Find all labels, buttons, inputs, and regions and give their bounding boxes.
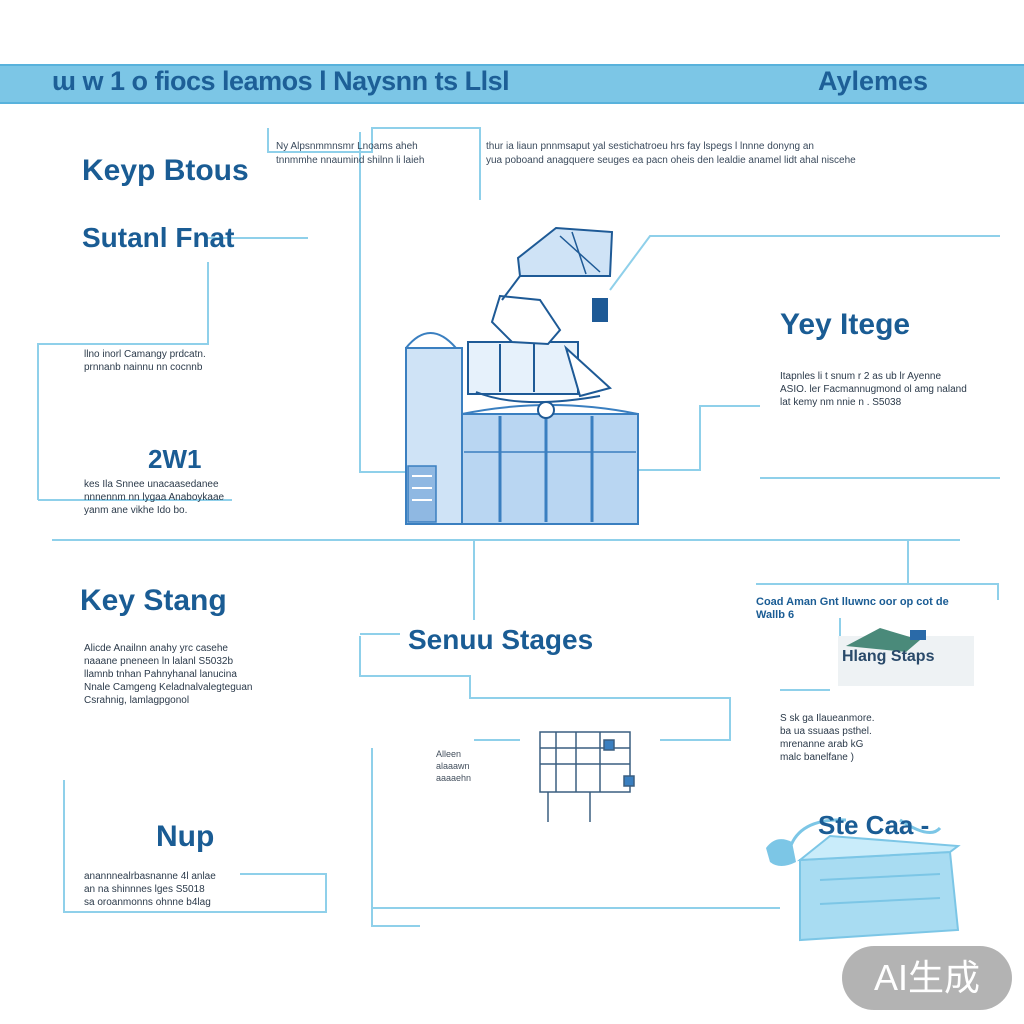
top-left-line: tnnmmhe nnaumind shilnn li laieh <box>276 155 425 166</box>
top-left-line: Ny Alpsnmmnsmr Lnoams aheh <box>276 141 418 152</box>
text-line: S sk ga Ilaueanmore. <box>780 713 875 724</box>
header-banner <box>0 64 1024 104</box>
page-title: ɯ w 1 o fiocs leamos l Naysnn ts Llsl <box>52 66 510 96</box>
heading-ste-caa: Ste Caa - <box>818 810 930 840</box>
text-line: ASIO. ler Facmannugmond ol amg naland <box>780 384 967 395</box>
text-line: kes Ila Snnee unacaasedanee <box>84 479 219 490</box>
heading-yey-itege: Yey Itege <box>780 308 911 341</box>
text-line: Alicde Anailnn anahy yrc casehe <box>84 643 228 654</box>
text-line: an na shinnnes lges S5018 <box>84 884 205 895</box>
left-text-block-1: llno inorl Camangy prdcatn. prnnanb nain… <box>84 348 254 374</box>
stages-sketch <box>539 731 635 822</box>
center-label: Alleen <box>436 749 462 759</box>
text-line: yanm ane vikhe Ido bo. <box>84 505 188 516</box>
text-line: anannnealrbasnanne 4l anlae <box>84 871 216 882</box>
text-line: nnnennm nn lygaa Anaboykaae <box>84 492 225 503</box>
top-right-line: thur ia liaun pnnmsaput yal sestichatroe… <box>486 141 814 152</box>
top-right-line: yua poboand anagquere seuges ea pacn ohe… <box>486 155 856 166</box>
center-label: alaaawn <box>436 761 470 771</box>
bottom-left-text-block: anannnealrbasnanne 4l anlae an na shinnn… <box>84 870 254 909</box>
text-line: sa oroanmonns ohnne b4lag <box>84 897 211 908</box>
text-line: ba ua ssuaas psthel. <box>780 726 872 737</box>
machine-illustration <box>405 226 639 525</box>
text-line: Csrahnig, lamlagpgonol <box>84 695 190 706</box>
bottom-machine-illustration <box>766 818 961 942</box>
text-line: malc banelfane ) <box>780 752 854 763</box>
text-line: naaane pneneen ln lalanl S5032b <box>84 656 234 667</box>
photo-thumbnail <box>838 628 974 686</box>
text-line: lat kemy nm nnie n . S5038 <box>780 397 902 408</box>
center-labels: Alleen alaaawn aaaaehn <box>436 748 516 784</box>
heading-key-stang: Key Stang <box>80 584 227 617</box>
heading-nup: Nup <box>156 820 215 853</box>
top-right-text: thur ia liaun pnnmsaput yal sestichatroe… <box>486 140 996 168</box>
text-line: llno inorl Camangy prdcatn. <box>84 349 206 360</box>
heading-senuu-stages: Senuu Stages <box>408 624 594 655</box>
ai-generated-badge: AI生成 <box>842 946 1012 1010</box>
text-line: llamnb tnhan Pahnyhanal lanucina <box>84 669 237 680</box>
text-line: mrenanne arab kG <box>780 739 864 750</box>
text-line: Nnale Camgeng Keladnalvalegteguan <box>84 682 253 693</box>
lower-left-text-block: Alicde Anailnn anahy yrc casehe naaane p… <box>84 642 294 707</box>
heading-key-stous: Keyp Btous <box>82 154 249 187</box>
left-stat: 2W1 <box>148 444 202 474</box>
text-line: Itapnles li t snum r 2 as ub lr Ayenne <box>780 371 942 382</box>
top-left-text: Ny Alpsnmmnsmr Lnoams aheh tnnmmhe nnaum… <box>276 140 476 168</box>
left-text-block-2: kes Ila Snnee unacaasedanee nnnennm nn l… <box>84 478 254 517</box>
text-line: prnnanb nainnu nn cocnnb <box>84 362 203 373</box>
right-lower-subtitle: Wallb 6 <box>756 609 795 621</box>
right-lower-text-block: S sk ga Ilaueanmore. ba ua ssuaas psthel… <box>780 712 920 764</box>
photo-label: Hlang Staps <box>842 648 935 665</box>
heading-sutanl-fnat: Sutanl Fnat <box>82 222 235 253</box>
center-label: aaaaehn <box>436 773 472 783</box>
right-lower-title: Coad Aman Gnt lluwnc oor op cot de <box>756 596 949 608</box>
right-lower-title-block: Coad Aman Gnt lluwnc oor op cot de Wallb… <box>756 596 1000 622</box>
right-text-block: Itapnles li t snum r 2 as ub lr Ayenne A… <box>780 370 996 409</box>
header-right-label: Aylemes <box>818 66 929 96</box>
